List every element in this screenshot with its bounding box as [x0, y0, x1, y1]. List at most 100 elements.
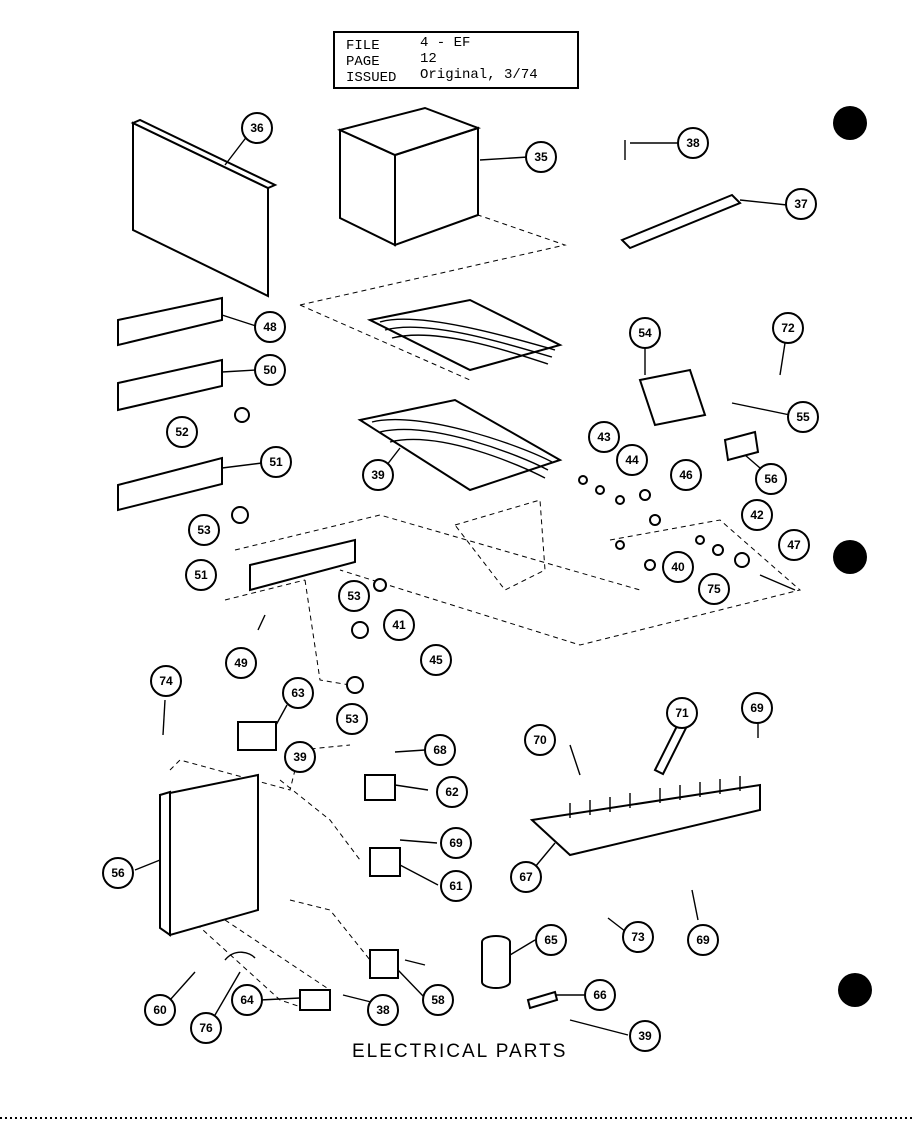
- page-label: PAGE: [346, 54, 380, 70]
- svg-text:67: 67: [519, 870, 533, 884]
- part-36-panel: [130, 118, 278, 298]
- svg-text:63: 63: [291, 686, 305, 700]
- svg-text:43: 43: [597, 430, 611, 444]
- svg-text:55: 55: [796, 410, 810, 424]
- callout-39-lower: 39: [629, 1020, 661, 1052]
- callout-42: 42: [741, 499, 773, 531]
- part-37-plate: [620, 140, 788, 250]
- callout-41: 41: [383, 609, 415, 641]
- svg-text:74: 74: [159, 674, 173, 688]
- svg-text:37: 37: [794, 197, 808, 211]
- binder-hole-bottom: [838, 973, 872, 1007]
- svg-text:39: 39: [293, 750, 307, 764]
- svg-text:66: 66: [593, 988, 607, 1002]
- svg-text:48: 48: [263, 320, 277, 334]
- part-67-terminal-board: [529, 776, 761, 874]
- callout-39-heater: 39: [362, 459, 394, 491]
- svg-text:40: 40: [671, 560, 685, 574]
- callout-58: 58: [422, 984, 454, 1016]
- callout-63: 63: [282, 677, 314, 709]
- svg-text:46: 46: [679, 468, 693, 482]
- svg-text:54: 54: [638, 326, 652, 340]
- callout-66: 66: [584, 979, 616, 1011]
- binder-hole-middle: [833, 540, 867, 574]
- callout-56-upper: 56: [755, 463, 787, 495]
- svg-text:41: 41: [392, 618, 406, 632]
- callout-75: 75: [698, 573, 730, 605]
- svg-text:71: 71: [675, 706, 689, 720]
- callout-50: 50: [254, 354, 286, 386]
- callout-54: 54: [629, 317, 661, 349]
- svg-text:35: 35: [534, 150, 548, 164]
- svg-text:44: 44: [625, 453, 639, 467]
- file-info-box: FILE 4 - EF PAGE 12 ISSUED Original, 3/7…: [333, 31, 579, 89]
- part-63-transformer: [237, 704, 288, 751]
- callout-37: 37: [785, 188, 817, 220]
- svg-text:64: 64: [240, 993, 254, 1007]
- callout-48: 48: [254, 311, 286, 343]
- svg-text:69: 69: [449, 836, 463, 850]
- callout-43: 43: [588, 421, 620, 453]
- issued-value: Original, 3/74: [420, 67, 538, 83]
- callout-51-upper: 51: [260, 446, 292, 478]
- svg-text:56: 56: [111, 866, 125, 880]
- svg-text:38: 38: [376, 1003, 390, 1017]
- callout-72: 72: [772, 312, 804, 344]
- callout-38-lower: 38: [367, 994, 399, 1026]
- callout-76: 76: [190, 1012, 222, 1044]
- svg-text:38: 38: [686, 136, 700, 150]
- washer-chain: [578, 475, 796, 591]
- callout-61: 61: [440, 870, 472, 902]
- issued-label: ISSUED: [346, 70, 396, 86]
- callout-35: 35: [525, 141, 557, 173]
- brackets: [117, 296, 263, 512]
- callout-71: 71: [666, 697, 698, 729]
- svg-text:58: 58: [431, 993, 445, 1007]
- callout-36: 36: [241, 112, 273, 144]
- callout-65: 65: [535, 924, 567, 956]
- svg-text:53: 53: [347, 589, 361, 603]
- callout-49: 49: [225, 647, 257, 679]
- callout-47: 47: [778, 529, 810, 561]
- svg-text:39: 39: [638, 1029, 652, 1043]
- callout-53-upper: 53: [188, 514, 220, 546]
- callout-67: 67: [510, 861, 542, 893]
- callout-52: 52: [166, 416, 198, 448]
- callout-74: 74: [150, 665, 182, 697]
- svg-text:39: 39: [371, 468, 385, 482]
- callout-64: 64: [231, 984, 263, 1016]
- svg-text:36: 36: [250, 121, 264, 135]
- svg-text:49: 49: [234, 656, 248, 670]
- binder-hole-top: [833, 106, 867, 140]
- svg-text:52: 52: [175, 425, 189, 439]
- callout-51-lower: 51: [185, 559, 217, 591]
- svg-text:73: 73: [631, 930, 645, 944]
- svg-text:72: 72: [781, 321, 795, 335]
- misc-leaders: [162, 699, 438, 1016]
- svg-text:68: 68: [433, 743, 447, 757]
- callout-44: 44: [616, 444, 648, 476]
- heater-elements: [357, 298, 563, 492]
- callout-62: 62: [436, 776, 468, 808]
- svg-text:47: 47: [787, 538, 801, 552]
- callout-53-middle: 53: [338, 580, 370, 612]
- callout-70: 70: [524, 724, 556, 756]
- svg-text:53: 53: [197, 523, 211, 537]
- callout-69-bottom: 69: [687, 924, 719, 956]
- relays: [259, 774, 439, 1011]
- svg-text:61: 61: [449, 879, 463, 893]
- svg-text:69: 69: [696, 933, 710, 947]
- svg-text:51: 51: [269, 455, 283, 469]
- callout-56-lower: 56: [102, 857, 134, 889]
- callout-40: 40: [662, 551, 694, 583]
- diagram-caption: ELECTRICAL PARTS: [352, 1041, 567, 1062]
- callout-68-upper: 68: [424, 734, 456, 766]
- svg-text:65: 65: [544, 933, 558, 947]
- callout-69-top: 69: [741, 692, 773, 724]
- svg-text:53: 53: [345, 712, 359, 726]
- svg-text:75: 75: [707, 582, 721, 596]
- svg-text:45: 45: [429, 653, 443, 667]
- callout-46: 46: [670, 459, 702, 491]
- svg-text:70: 70: [533, 733, 547, 747]
